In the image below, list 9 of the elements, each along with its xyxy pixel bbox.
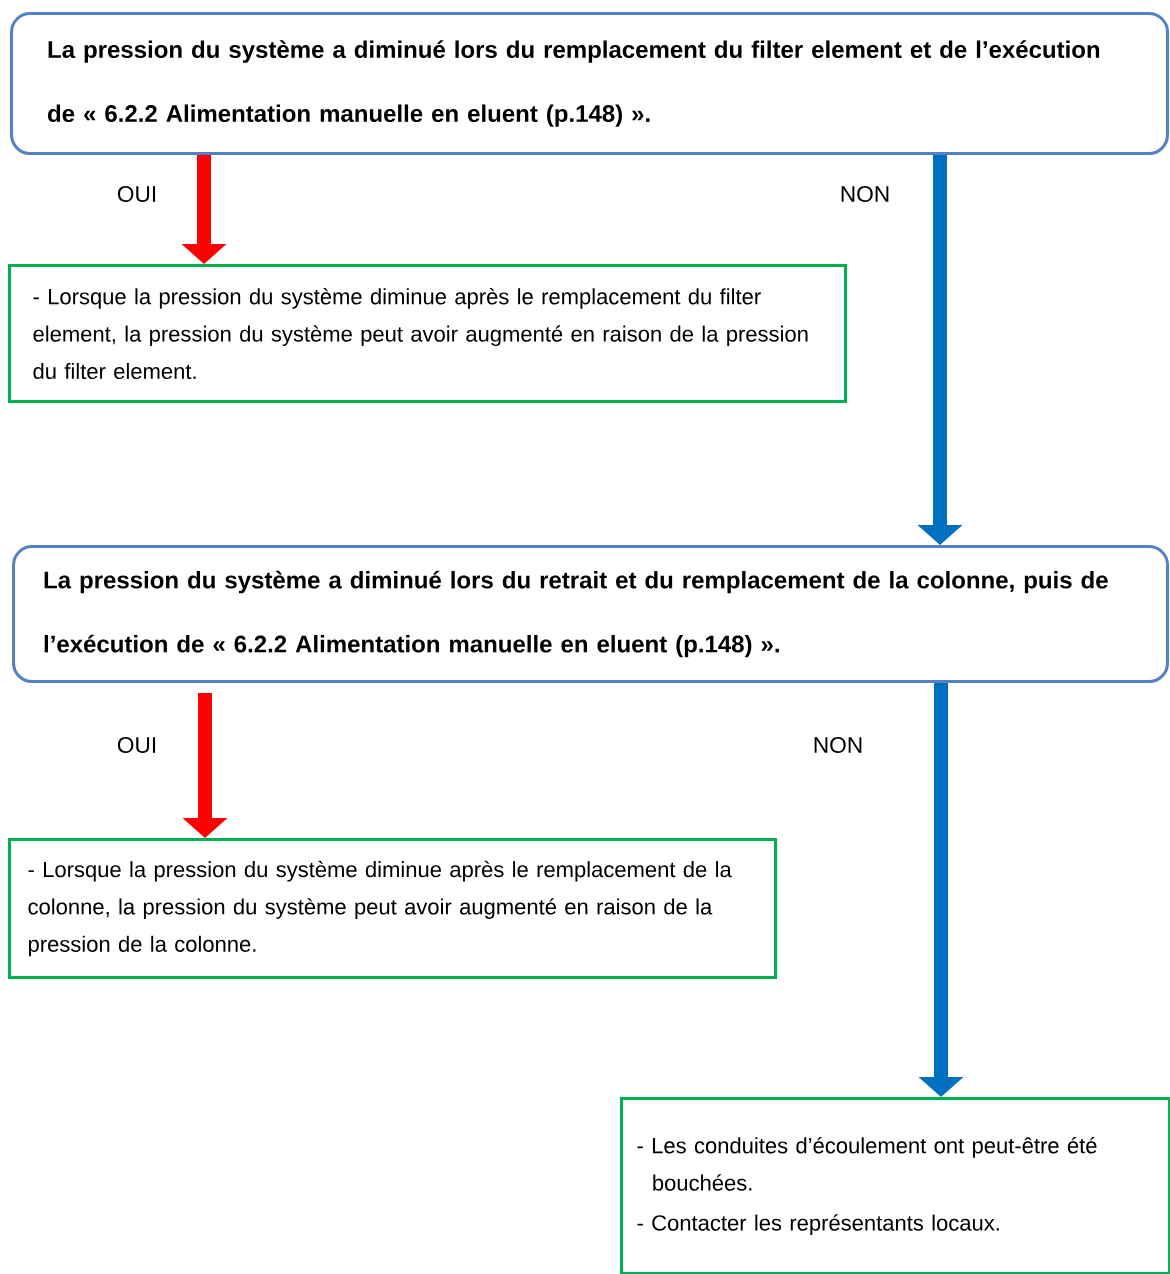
note-box: - Lorsque la pression du système diminue après le remplacement du filter element, la pression du système peut avoir augmenté en raison de la pression du filter element.: [8, 264, 848, 404]
edge-label: NON: [814, 737, 862, 754]
edge-label: OUI: [117, 737, 156, 754]
note-box: - Lorsque la pression du système diminue après le remplacement de la colonne, la pression du système peut avoir augmenté en raison de la pression de la colonne.: [8, 838, 778, 980]
decision-box: La pression du système a diminué lors du remplacement du filter element et de l’exécution de « 6.2.2 Alimentation manuelle en eluent (p.148) ».: [10, 12, 1170, 156]
decision-box: La pression du système a diminué lors du retrait et du remplacement de la colonne, puis de l’exécution de « 6.2.2 Alimentation manuelle en eluent (p.148) ».: [12, 545, 1170, 684]
note-box: - Les conduites d’écoulement ont peut-être été bouchées. - Contacter les représentants locaux.: [620, 1097, 1170, 1274]
edge-label: OUI: [117, 186, 156, 203]
edge-label: NON: [841, 186, 889, 203]
